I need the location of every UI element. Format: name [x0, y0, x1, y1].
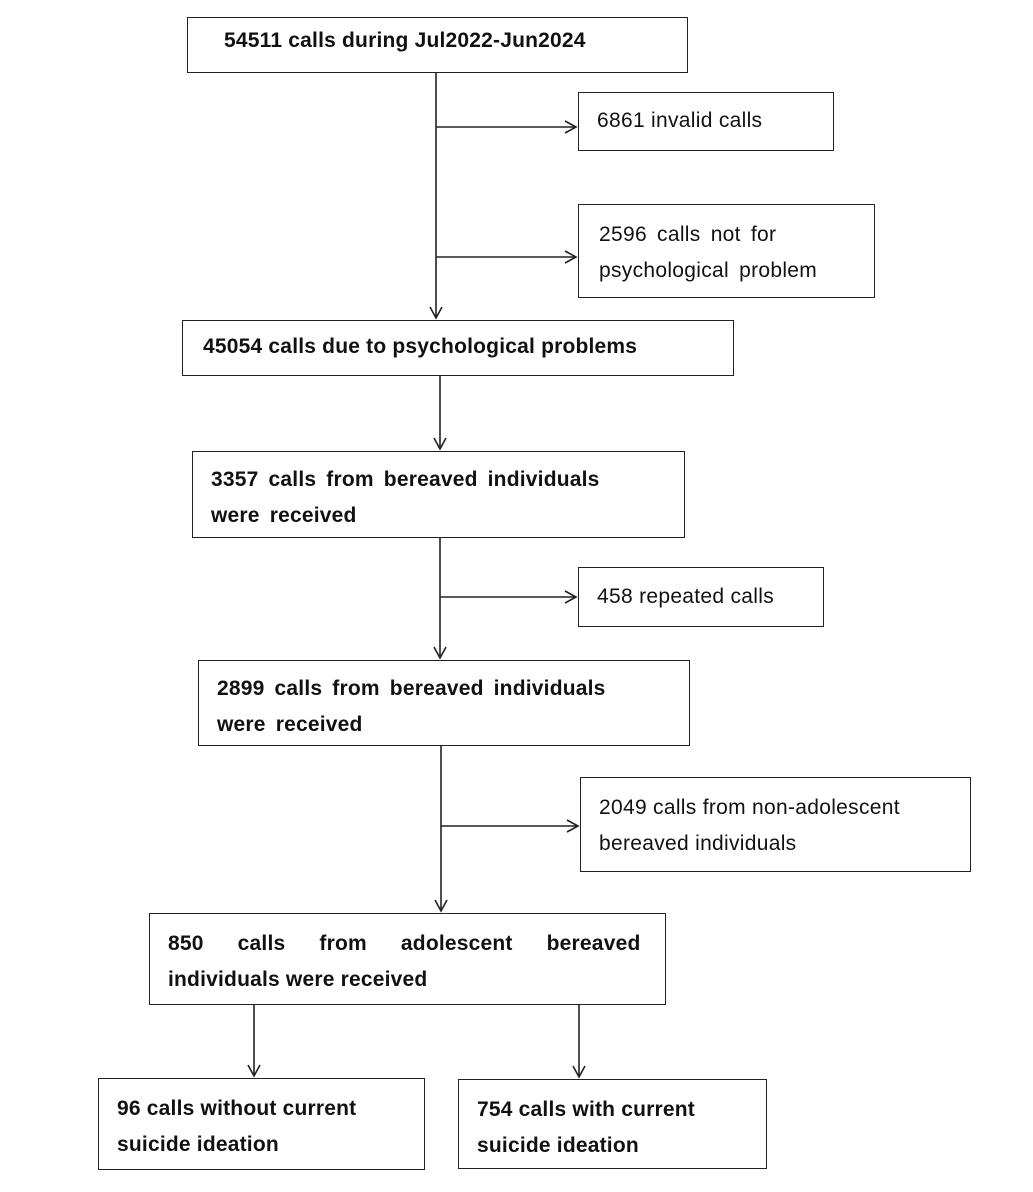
unique-bereaved-calls-line-2: were received	[217, 713, 363, 736]
not-psychological-calls-line-2: psychological problem	[599, 259, 818, 282]
psychological-calls-text: 45054 calls due to psychological problem…	[203, 335, 638, 358]
unique-bereaved-calls-line-1: 2899 calls from bereaved individuals	[217, 677, 606, 700]
total-calls-box: 54511 calls during Jul2022-Jun2024	[187, 17, 688, 73]
unique-bereaved-calls-box: 2899 calls from bereaved individuals wer…	[198, 660, 690, 746]
ideation-calls-box: 754 calls with current suicide ideation	[458, 1079, 767, 1169]
ideation-calls-line-2: suicide ideation	[477, 1134, 639, 1157]
non-adolescent-calls-line-1: 2049 calls from non-adolescent	[599, 796, 900, 819]
non-adolescent-calls-box: 2049 calls from non-adolescent bereaved …	[580, 777, 971, 872]
bereaved-calls-line-2: were received	[211, 504, 357, 527]
bereaved-calls-box: 3357 calls from bereaved individuals wer…	[192, 451, 685, 538]
no-ideation-calls-line-1: 96 calls without current	[117, 1097, 357, 1120]
adolescent-calls-line-2: individuals were received	[168, 968, 428, 991]
repeated-calls-box: 458 repeated calls	[578, 567, 824, 627]
not-psychological-calls-line-1: 2596 calls not for	[599, 223, 777, 246]
invalid-calls-text: 6861 invalid calls	[597, 109, 763, 132]
no-ideation-calls-box: 96 calls without current suicide ideatio…	[98, 1078, 425, 1170]
non-adolescent-calls-line-2: bereaved individuals	[599, 832, 797, 855]
repeated-calls-text: 458 repeated calls	[597, 585, 775, 608]
psychological-calls-box: 45054 calls due to psychological problem…	[182, 320, 734, 376]
invalid-calls-box: 6861 invalid calls	[578, 92, 834, 151]
adolescent-calls-box: 850 calls from adolescent bereaved indiv…	[149, 913, 666, 1005]
ideation-calls-line-1: 754 calls with current	[477, 1098, 695, 1121]
no-ideation-calls-line-2: suicide ideation	[117, 1133, 279, 1156]
not-psychological-calls-box: 2596 calls not for psychological problem	[578, 204, 875, 298]
bereaved-calls-line-1: 3357 calls from bereaved individuals	[211, 468, 600, 491]
adolescent-calls-line-1: 850 calls from adolescent bereaved	[168, 932, 641, 955]
total-calls-text: 54511 calls during Jul2022-Jun2024	[224, 29, 586, 52]
